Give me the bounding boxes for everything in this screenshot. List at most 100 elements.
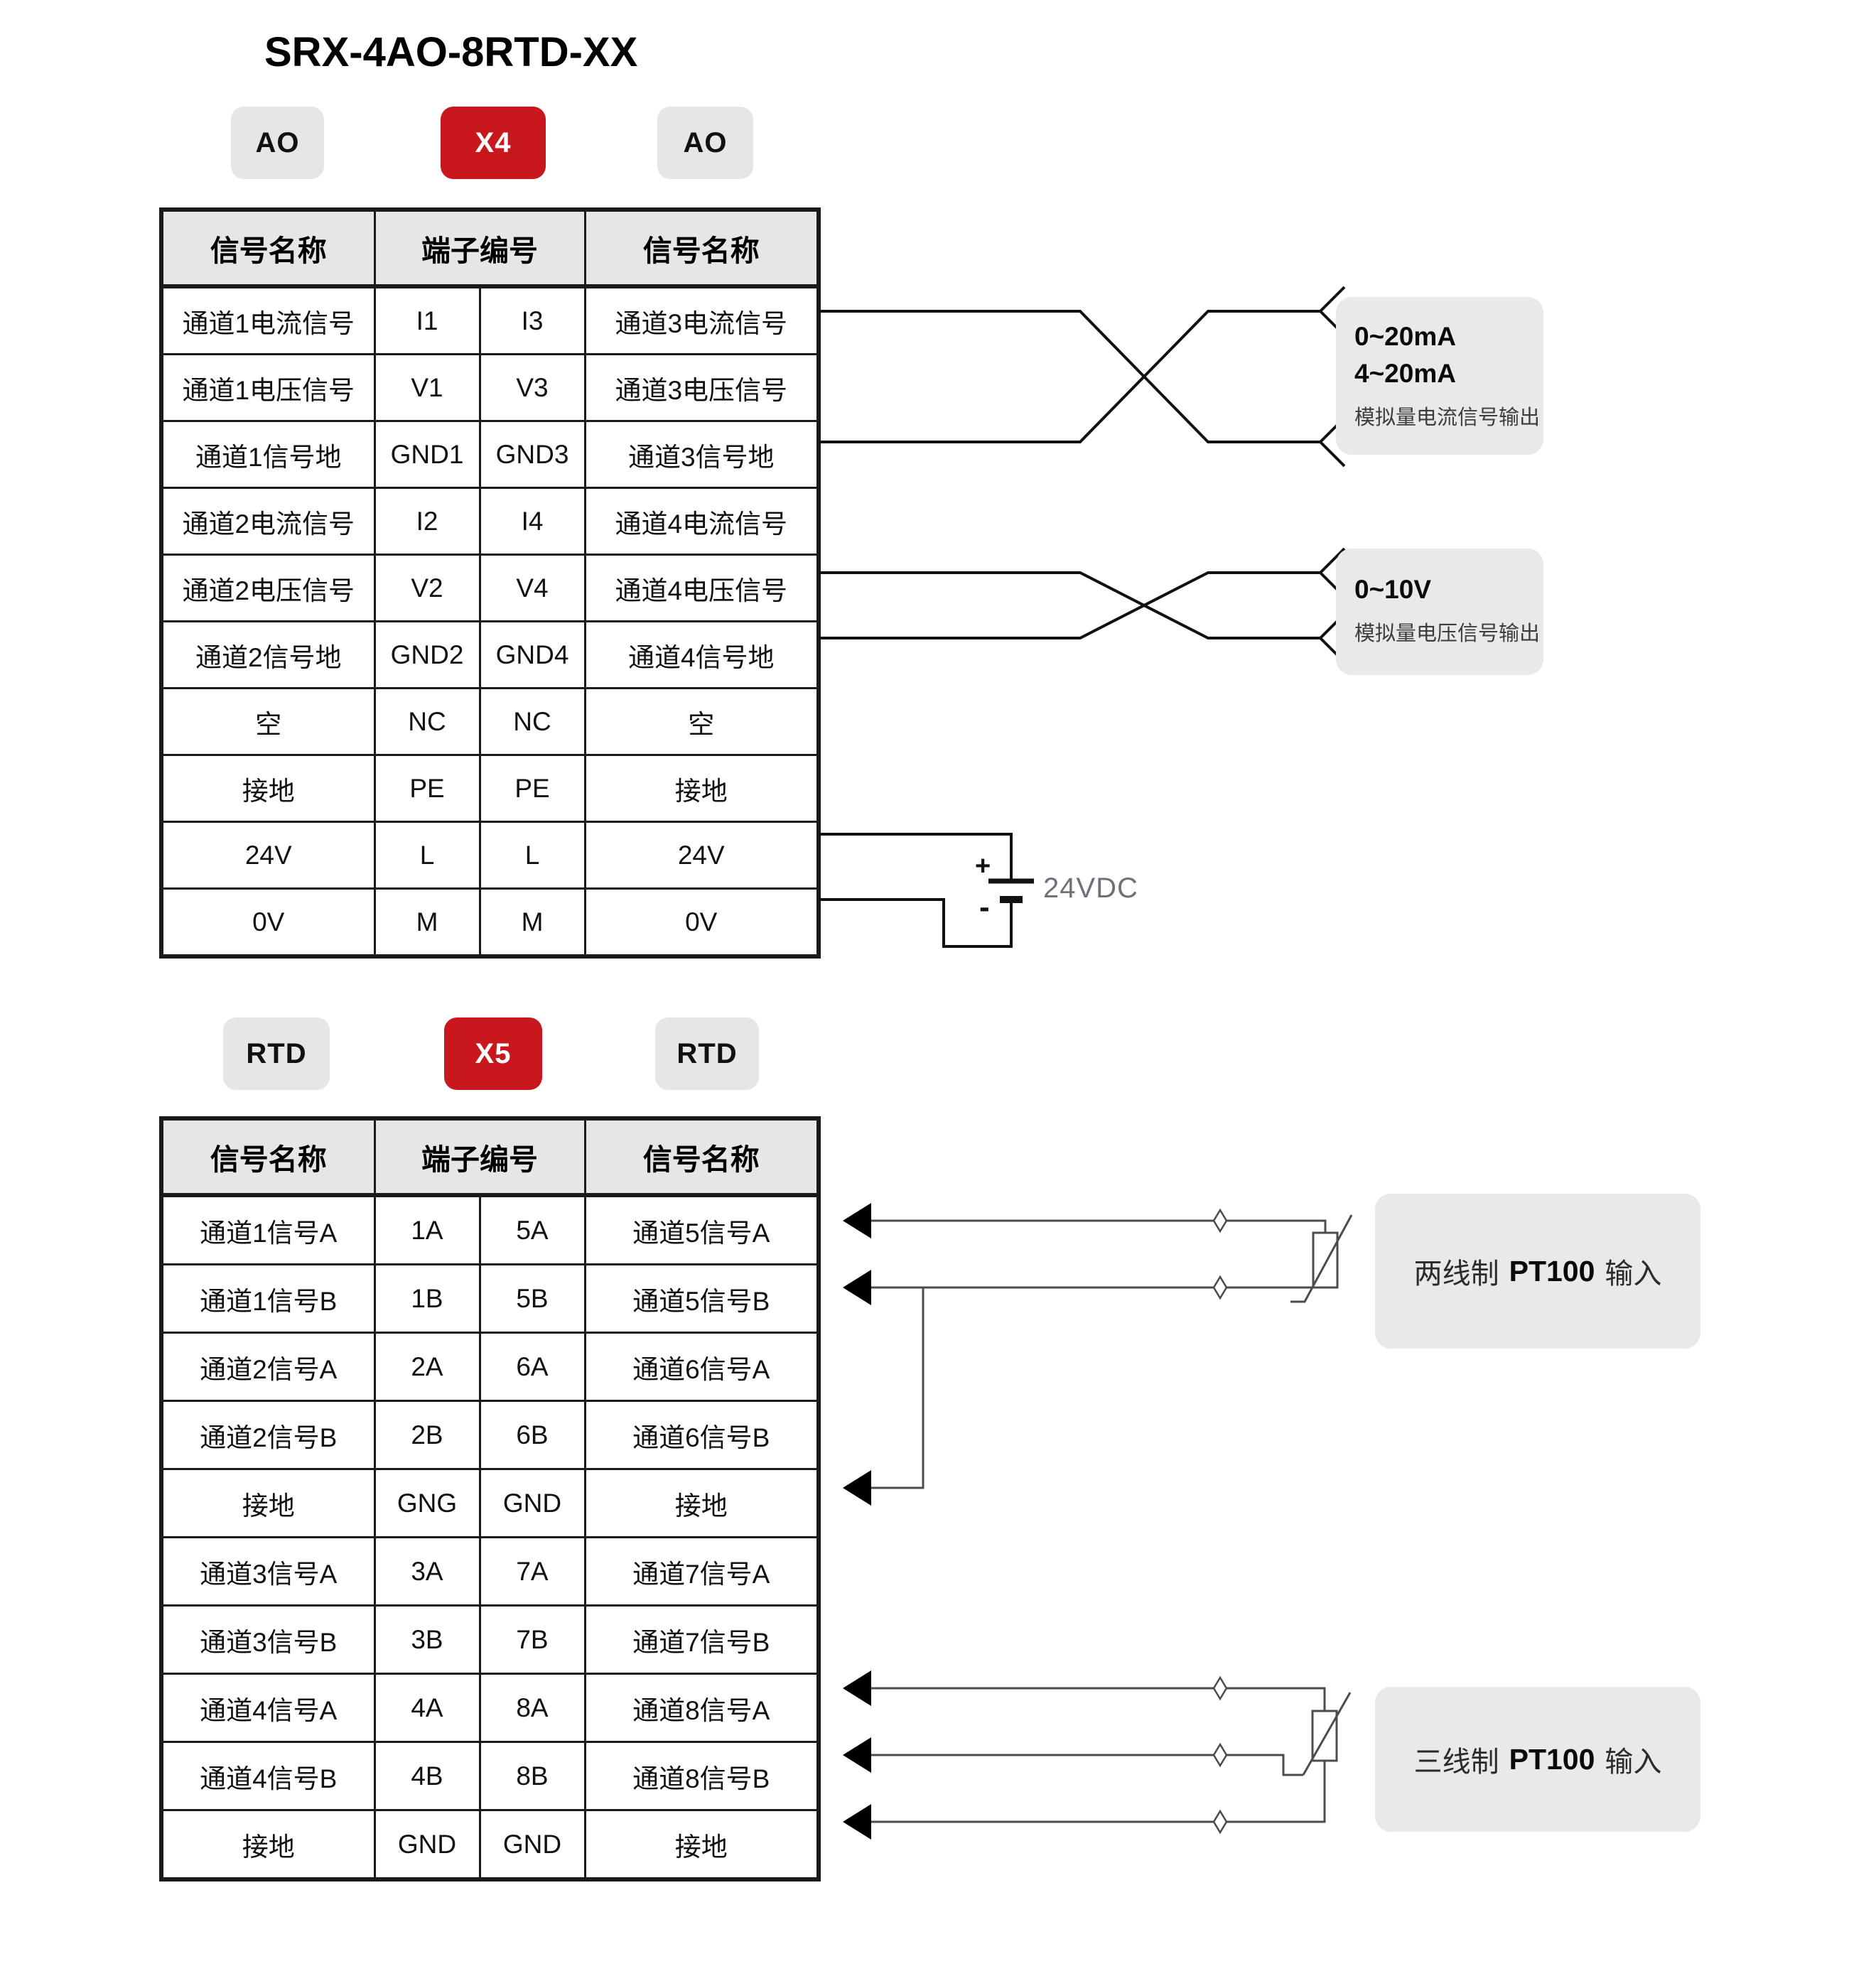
range-label: 0~20mA [1354,322,1456,351]
terminal-number-cell: L [373,821,481,890]
signal-name-cell: 通道2信号B [160,1400,376,1470]
range-label: 4~20mA [1354,359,1456,388]
note-description: 模拟量电流信号输出 [1354,406,1541,429]
terminal-number-cell: V3 [478,353,586,422]
input-arrow-icon [843,1203,871,1238]
input-arrow-icon [843,1270,871,1305]
badge-label: X4 [475,126,512,158]
terminal-number-cell: NC [478,687,586,756]
terminal-number-cell: 6B [478,1400,586,1470]
terminal-number-cell: 8B [478,1741,586,1811]
signal-name-cell: 通道5信号B [583,1263,820,1334]
note-sensor-type: PT100 [1509,1742,1595,1776]
wire-tap-icon [1212,1208,1228,1233]
badge-label: RTD [246,1037,307,1069]
crossover-wires-voltage-icon [819,547,1346,664]
connector-badge-ao-right: AO [657,107,753,179]
header-signal-name-left: 信号名称 [160,208,376,288]
signal-name-cell: 通道1电压信号 [160,353,376,422]
signal-name-cell: 接地 [583,754,820,823]
connector-badge-rtd-left: RTD [223,1017,330,1090]
terminal-number-cell: V1 [373,353,481,422]
signal-name-cell: 通道3电压信号 [583,353,820,422]
input-arrow-icon [843,1470,871,1506]
signal-name-cell: 通道4信号地 [583,620,820,689]
pt100-three-wire-circuit [843,1670,1352,1840]
terminal-number-cell: 6A [478,1332,586,1402]
terminal-number-cell: L [478,821,586,890]
signal-name-cell: 接地 [583,1809,820,1881]
terminal-number-cell: 4A [373,1673,481,1743]
signal-name-cell: 接地 [583,1468,820,1538]
wire-tap-icon [1212,1675,1228,1701]
terminal-number-cell: 3A [373,1536,481,1607]
signal-name-cell: 通道4电压信号 [583,554,820,622]
signal-name-cell: 通道4信号B [160,1741,376,1811]
terminal-number-cell: 7B [478,1604,586,1675]
signal-name-cell: 通道4电流信号 [583,487,820,556]
signal-name-cell: 通道5信号A [583,1194,820,1265]
terminal-number-cell: GND3 [478,420,586,489]
input-arrow-icon [843,1804,871,1840]
terminal-number-cell: I1 [373,285,481,355]
note-analog-voltage-output: 0~10V 模拟量电压信号输出 [1336,549,1543,675]
input-arrow-icon [843,1670,871,1706]
signal-name-cell: 通道1信号B [160,1263,376,1334]
battery-minus-sign: - [979,890,990,924]
signal-name-cell: 通道3信号B [160,1604,376,1675]
terminal-number-cell: I2 [373,487,481,556]
terminal-number-cell: GND1 [373,420,481,489]
header-signal-name-left: 信号名称 [160,1117,376,1197]
terminal-number-cell: V2 [373,554,481,622]
battery-voltage-label: 24VDC [1043,873,1138,904]
signal-name-cell: 通道2信号地 [160,620,376,689]
signal-name-cell: 通道2电压信号 [160,554,376,622]
crossover-wires-current-icon [819,286,1346,468]
terminal-number-cell: 8A [478,1673,586,1743]
terminal-number-cell: 5A [478,1194,586,1265]
signal-name-cell: 通道6信号A [583,1332,820,1402]
pt100-two-wire-circuit [843,1203,1353,1506]
terminal-number-cell: I3 [478,285,586,355]
note-sensor-type: PT100 [1509,1254,1595,1287]
terminal-number-cell: GND4 [478,620,586,689]
terminal-number-cell: NC [373,687,481,756]
connector-badge-ao-left: AO [231,107,324,179]
terminal-number-cell: GND2 [373,620,481,689]
note-pt100-three-wire: 三线制 PT100 输入 [1375,1687,1700,1832]
battery-plus-sign: + [975,851,991,881]
signal-name-cell: 24V [583,821,820,890]
terminal-number-cell: 1A [373,1194,481,1265]
signal-name-cell: 通道8信号A [583,1673,820,1743]
signal-name-cell: 空 [160,687,376,756]
signal-name-cell: 通道3信号地 [583,420,820,489]
wire-tap-icon [1212,1742,1228,1768]
signal-name-cell: 通道2信号A [160,1332,376,1402]
signal-name-cell: 通道1电流信号 [160,285,376,355]
terminal-number-cell: GND [478,1468,586,1538]
signal-name-cell: 空 [583,687,820,756]
input-arrow-icon [843,1737,871,1773]
terminal-number-cell: 1B [373,1263,481,1334]
terminal-number-cell: 3B [373,1604,481,1675]
table-header-row: 信号名称 端子编号 信号名称 [160,1117,820,1197]
note-prefix: 两线制 [1413,1258,1499,1290]
terminal-number-cell: 4B [373,1741,481,1811]
note-pt100-two-wire: 两线制 PT100 输入 [1375,1194,1700,1349]
